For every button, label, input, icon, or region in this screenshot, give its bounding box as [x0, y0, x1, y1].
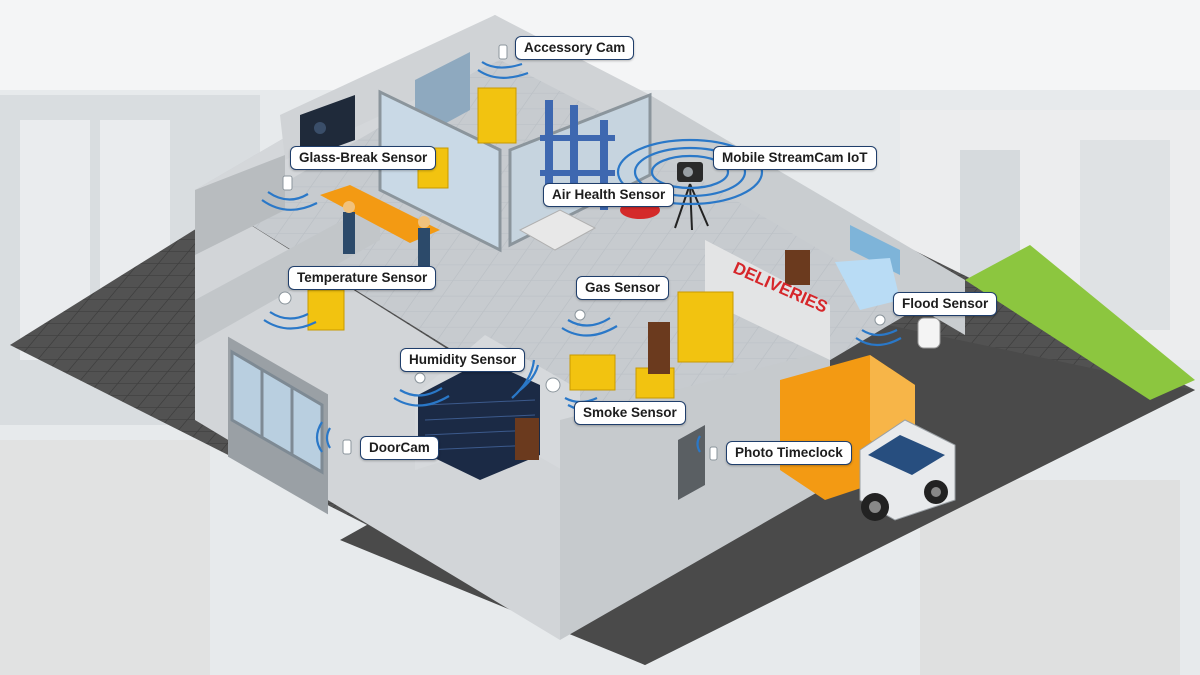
bathroom-sink: [835, 258, 900, 310]
photo-timeclock-device: [709, 446, 718, 461]
deliveries-wall-face: [705, 240, 830, 360]
accessory-cam-device: [498, 44, 508, 60]
label-mobile-streamcam: Mobile StreamCam IoT: [713, 146, 877, 170]
glass-break-device: [282, 175, 293, 191]
cargo-boxes: [307, 87, 734, 399]
front-glass-doors: [230, 349, 324, 475]
supply-sacks: [518, 209, 597, 251]
work-table: [320, 185, 440, 243]
wall-front-left-top: [195, 155, 285, 255]
label-humidity-sensor: Humidity Sensor: [400, 348, 526, 372]
worker: [343, 212, 355, 254]
deliveries-door: [785, 250, 810, 285]
label-accessory-cam: Accessory Cam: [515, 36, 635, 60]
temperature-device: [278, 291, 292, 305]
tripod-camera-icon: [674, 162, 709, 231]
wall-display: [300, 95, 355, 160]
worker: [418, 228, 430, 268]
label-air-health-sensor: Air Health Sensor: [543, 183, 675, 207]
storage-rack: [540, 100, 615, 210]
humidity-device: [414, 372, 426, 384]
label-doorcam: DoorCam: [360, 436, 439, 460]
label-gas-sensor: Gas Sensor: [576, 276, 670, 300]
label-flood-sensor: Flood Sensor: [893, 292, 998, 316]
flood-device: [874, 314, 886, 326]
inner-wall-left: [195, 200, 380, 345]
label-smoke-sensor: Smoke Sensor: [574, 401, 686, 425]
gas-device: [574, 309, 586, 321]
label-glass-break-sensor: Glass-Break Sensor: [290, 146, 437, 170]
toilet: [917, 317, 941, 349]
label-temperature-sensor: Temperature Sensor: [288, 266, 437, 290]
doorcam-device: [342, 439, 352, 455]
grass-strip: [965, 245, 1195, 400]
server-racks: [418, 360, 540, 480]
server-room-door: [515, 418, 539, 460]
sensor-devices: [278, 44, 886, 461]
warehouse-door: [648, 322, 670, 374]
smoke-device: [545, 377, 561, 393]
label-photo-timeclock: Photo Timeclock: [726, 441, 852, 465]
